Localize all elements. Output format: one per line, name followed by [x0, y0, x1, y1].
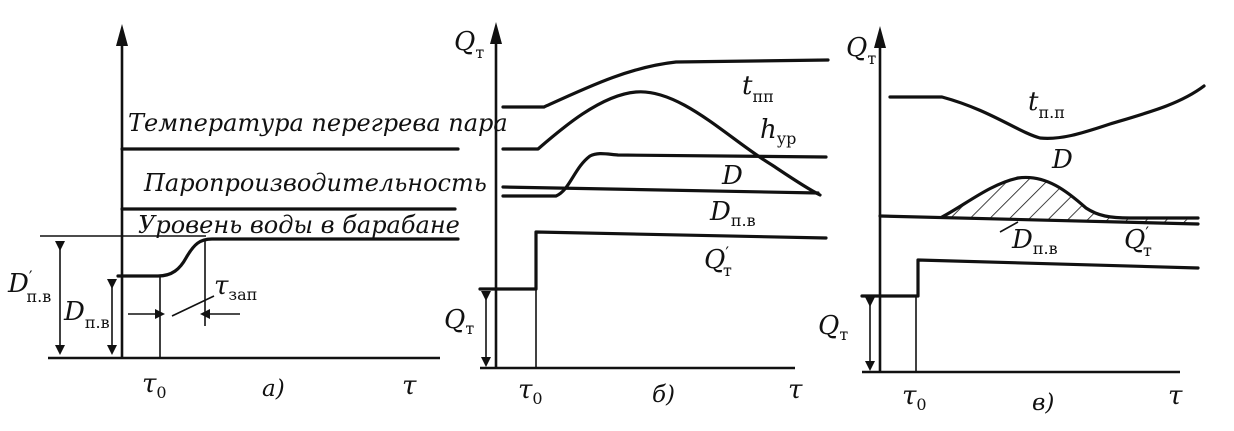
panel-c-d-label: D [1051, 145, 1073, 175]
panel-b-y-top-label: Qт [454, 27, 484, 62]
panel-b-d-curve [501, 152, 828, 198]
panel-c-tpp-curve [888, 84, 1206, 140]
panel-a-caption: а) [262, 376, 285, 402]
panel-a-water-level-label: Уровень воды в барабане [138, 211, 460, 239]
panel-c-dpv-label: Dп.в [1011, 225, 1058, 258]
panel-c-hatched-area [942, 177, 1198, 224]
panel-c-y-top-label: Qт [846, 33, 876, 68]
panel-b-hur-curve [501, 90, 822, 197]
panel-c-x-axis-label: τ [1168, 381, 1183, 411]
panel-b: Qт tпп hур D Dп.в Q′т Qт τ0 б) τ [444, 22, 830, 408]
panel-c-d-curve [940, 175, 1200, 220]
panel-a-steam-output-label: Паропроизводительность [143, 169, 487, 197]
panel-b-qt-label: Qт [444, 305, 474, 338]
panel-a-left-dimension-label: D′п.в [7, 267, 51, 306]
panel-b-q-step [478, 230, 828, 291]
panel-c-caption: в) [1032, 390, 1054, 416]
panel-a-t0-label: τ0 [142, 369, 167, 402]
panel-c-qt-prime-label: Q′т [1124, 223, 1152, 260]
panel-b-tpp-label: tпп [742, 71, 774, 106]
panel-b-dpv-curve [501, 185, 820, 195]
panel-a-delay-leader [171, 295, 215, 317]
panel-c-dpv-leader [999, 221, 1019, 233]
panel-b-y-axis-arrow [490, 22, 502, 44]
panel-c-dpv-curve [878, 214, 1200, 226]
panel-b-hur-label: hур [760, 115, 796, 148]
panel-c: Qт tп.п D Dп.в Q′т Qт τ0 в) τ [818, 26, 1206, 416]
panel-a: Температура перегрева пара Паропроизводи… [7, 24, 508, 402]
panel-a-x-axis-label: τ [402, 371, 417, 401]
panel-b-caption: б) [652, 382, 675, 408]
panel-c-q-step [860, 258, 1200, 298]
panel-b-qt-prime-label: Q′т [704, 243, 732, 280]
panel-b-x-axis-label: τ [788, 375, 803, 405]
panel-c-y-axis-arrow [874, 26, 886, 48]
panel-b-tpp-curve [501, 58, 830, 109]
panel-a-delay-label: τзап [214, 271, 257, 304]
panel-b-t0-label: τ0 [518, 375, 543, 408]
panel-a-water-level-curve [116, 237, 460, 278]
panel-c-tpp-label: tп.п [1028, 87, 1065, 122]
panel-a-mid-dimension-label: Dп.в [63, 297, 110, 332]
panel-c-qt-label: Qт [818, 311, 848, 344]
panel-b-d-label: D [721, 161, 743, 191]
panel-b-dpv-label: Dп.в [709, 197, 756, 230]
panel-a-temperature-label: Температура перегрева пара [128, 109, 508, 137]
panel-a-y-axis-arrow [116, 24, 128, 46]
panel-c-t0-label: τ0 [902, 381, 927, 414]
